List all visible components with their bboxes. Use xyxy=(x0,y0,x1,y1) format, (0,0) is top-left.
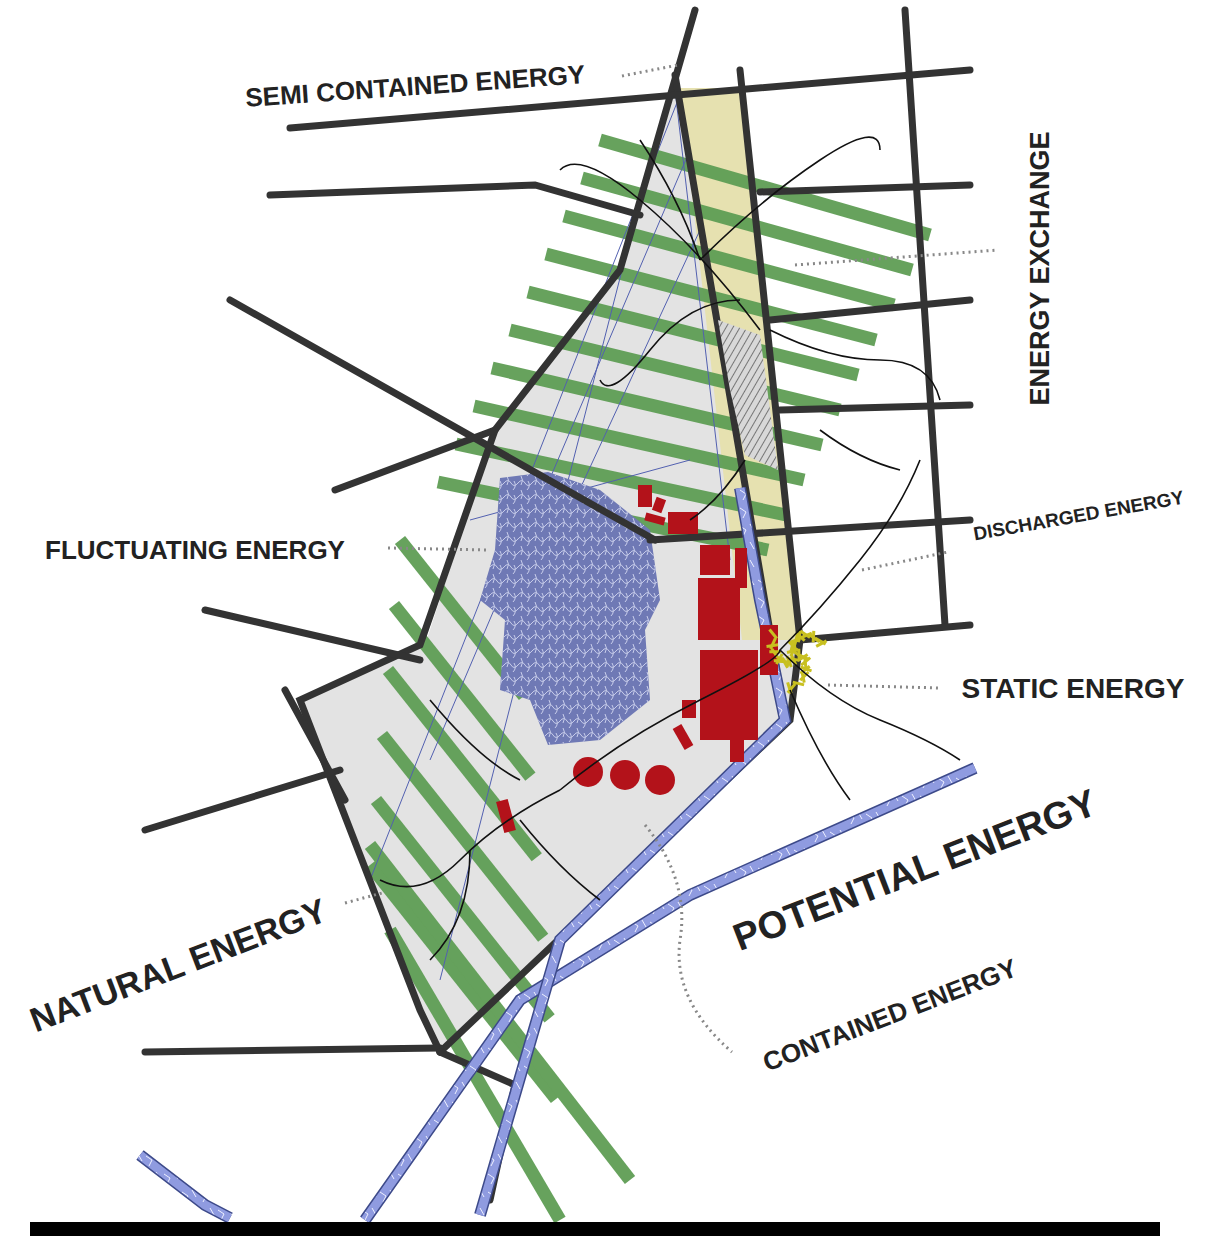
cluster-stroke xyxy=(767,629,778,638)
vegetation-band xyxy=(390,930,560,1220)
area-label: SEMI CONTAINED ENERGY xyxy=(245,61,586,111)
cluster-stroke xyxy=(767,640,779,651)
area-label: ENERGY EXCHANGE xyxy=(1027,131,1054,405)
cluster-stroke xyxy=(788,640,797,651)
area-label: DISCHARGED ENERGY xyxy=(971,487,1184,543)
vegetation-band xyxy=(528,292,858,375)
cluster-stroke xyxy=(784,682,795,693)
cluster-stroke xyxy=(801,656,810,667)
area-label: CONTAINED ENERGY xyxy=(759,955,1020,1076)
area-label: FLUCTUATING ENERGY xyxy=(45,537,345,563)
area-label: POTENTIAL ENERGY xyxy=(728,783,1102,957)
cluster-stroke xyxy=(815,638,825,644)
cluster-stroke xyxy=(797,671,808,682)
area-label: STATIC ENERGY xyxy=(962,675,1185,703)
cluster-stroke xyxy=(800,631,810,638)
cluster-stroke xyxy=(816,638,826,650)
area-label: NATURAL ENERGY xyxy=(25,893,331,1037)
